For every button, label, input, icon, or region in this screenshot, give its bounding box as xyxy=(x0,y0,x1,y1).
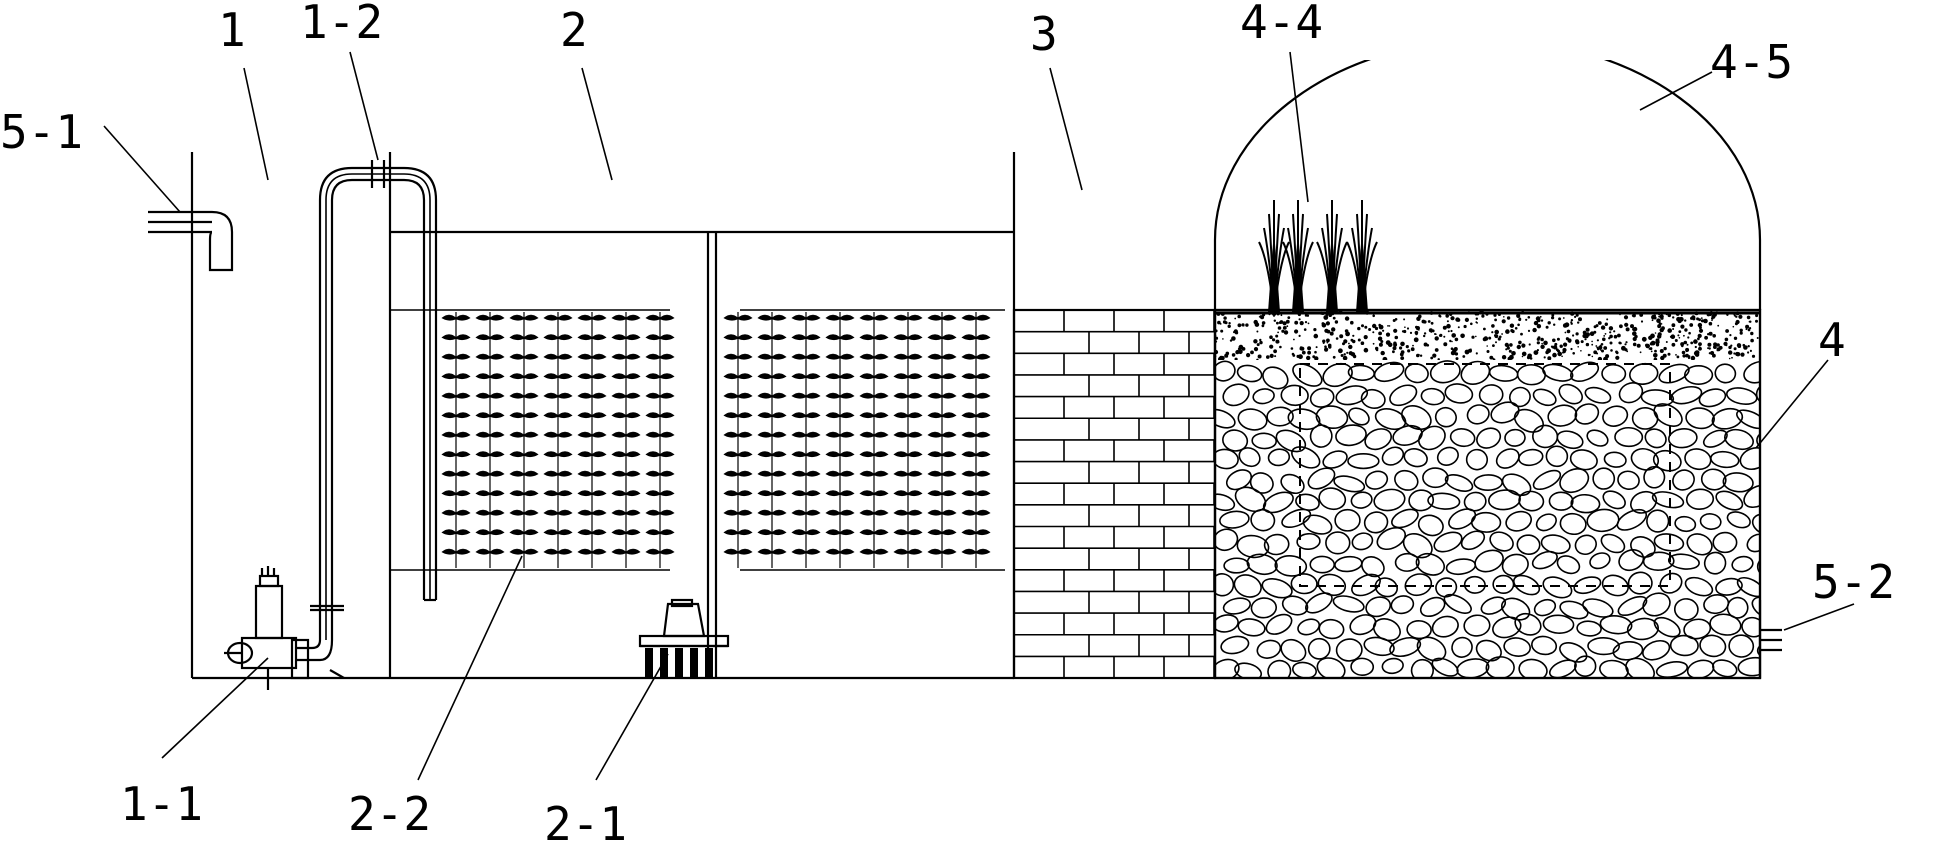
label-4-4: 4-4 xyxy=(1240,0,1323,49)
label-1-2: 1-2 xyxy=(300,0,383,49)
tank-2 xyxy=(390,152,1016,680)
label-1-1: 1-1 xyxy=(120,777,203,831)
label-2-2: 2-2 xyxy=(348,787,431,841)
label-2: 2 xyxy=(560,3,588,57)
label-2-1: 2-1 xyxy=(544,797,627,842)
wetland-bed xyxy=(1213,308,1762,680)
labels: 1 1-2 2 3 4-4 4-5 5-1 4 5-2 1-1 2-2 2-1 xyxy=(0,0,1895,842)
outlet-pipe xyxy=(1758,600,1782,678)
label-5-1: 5-1 xyxy=(0,105,83,159)
brick-wall xyxy=(1012,308,1217,680)
label-1: 1 xyxy=(218,3,246,57)
biofilm-media xyxy=(441,312,991,568)
tank-1 xyxy=(190,152,392,680)
leader-lines xyxy=(103,51,1855,781)
label-3: 3 xyxy=(1030,7,1058,61)
greenhouse-cover xyxy=(1213,60,1762,310)
label-4-5: 4-5 xyxy=(1710,35,1793,89)
aerator-icon xyxy=(638,598,730,678)
inlet-pipe xyxy=(148,210,234,272)
reed-plants-icon xyxy=(1258,200,1378,313)
riser-pipe xyxy=(310,160,438,640)
label-5-2: 5-2 xyxy=(1812,555,1895,609)
label-4: 4 xyxy=(1818,313,1846,367)
pump-icon xyxy=(224,566,345,690)
